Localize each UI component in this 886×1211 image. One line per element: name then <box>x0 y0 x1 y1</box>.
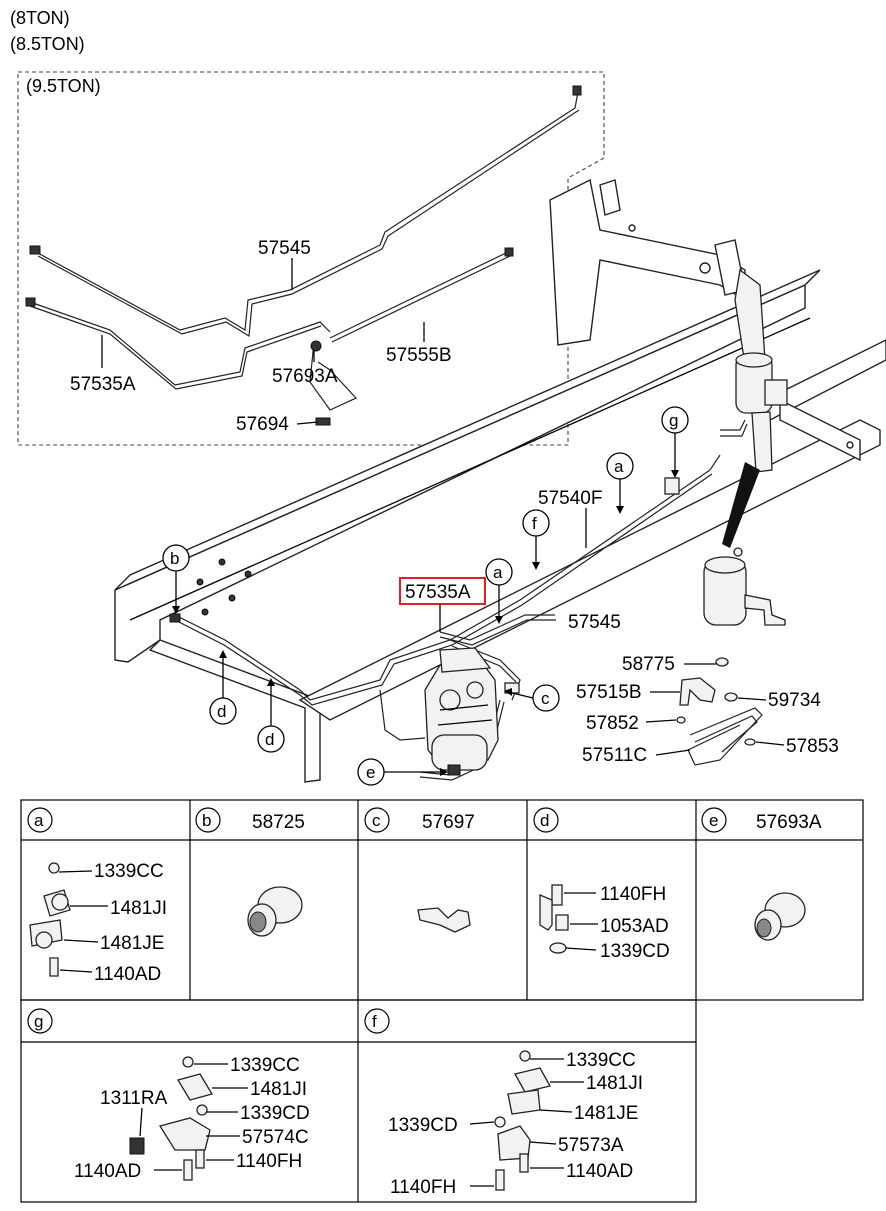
table-cell-e: e 57693A <box>701 807 822 941</box>
exploded-view-pointer <box>722 462 760 548</box>
table-cell-f: f 1339CC 1481JI 1481JE 1339CD 57573A 114… <box>364 1008 643 1198</box>
svg-text:a: a <box>614 457 624 476</box>
svg-text:1339CD: 1339CD <box>388 1115 458 1136</box>
callout-a-upper: a <box>606 452 634 514</box>
svg-text:57697: 57697 <box>422 812 475 833</box>
label-58775: 58775 <box>622 654 675 675</box>
air-tank-exploded <box>676 547 786 766</box>
label-57853: 57853 <box>786 736 839 757</box>
label-57515B: 57515B <box>576 682 642 703</box>
svg-text:f: f <box>372 1012 377 1031</box>
table-cell-b: b 58725 <box>195 807 305 937</box>
svg-text:1140FH: 1140FH <box>236 1151 302 1172</box>
label-59734: 59734 <box>768 690 821 711</box>
label-57511C: 57511C <box>582 745 647 766</box>
table-cell-d: d 1140FH 1053AD 1339CD <box>533 807 670 962</box>
svg-text:1140FH: 1140FH <box>600 884 666 905</box>
svg-text:1140AD: 1140AD <box>74 1161 141 1182</box>
label-57535A-top: 57535A <box>70 374 136 395</box>
svg-text:1311RA: 1311RA <box>100 1088 168 1109</box>
callout-a-lower: a <box>485 558 513 624</box>
svg-text:1140AD: 1140AD <box>566 1161 633 1182</box>
label-57540F: 57540F <box>538 488 602 509</box>
svg-text:a: a <box>493 563 503 582</box>
label-57693A: 57693A <box>272 366 338 387</box>
svg-text:1339CD: 1339CD <box>240 1103 310 1124</box>
svg-text:1481JI: 1481JI <box>110 898 167 919</box>
svg-text:1481JE: 1481JE <box>100 933 164 954</box>
header-8ton: (8TON) <box>10 8 70 28</box>
header-85ton: (8.5TON) <box>10 34 85 54</box>
callout-c: c <box>504 684 560 712</box>
callout-b: b <box>162 544 190 614</box>
svg-text:1339CC: 1339CC <box>94 861 164 882</box>
svg-text:a: a <box>34 811 44 830</box>
svg-text:57574C: 57574C <box>242 1127 309 1148</box>
tube-assembly-95ton <box>25 85 582 426</box>
chassis-frame-rail <box>114 178 886 783</box>
svg-text:d: d <box>540 811 549 830</box>
callout-f: f <box>522 509 550 570</box>
svg-text:g: g <box>34 1012 43 1031</box>
svg-text:b: b <box>170 549 179 568</box>
svg-text:1140FH: 1140FH <box>390 1177 456 1198</box>
svg-text:1481JE: 1481JE <box>574 1103 638 1124</box>
label-57535A-highlight: 57535A <box>405 582 471 603</box>
highlight-box-57535A <box>399 577 486 605</box>
callout-d-left: d <box>209 650 237 725</box>
svg-text:e: e <box>366 763 375 782</box>
svg-text:c: c <box>372 811 381 830</box>
svg-text:d: d <box>217 702 226 721</box>
table-cell-c: c 57697 <box>364 807 475 933</box>
svg-text:57693A: 57693A <box>756 812 822 833</box>
svg-text:1053AD: 1053AD <box>600 916 669 937</box>
svg-text:c: c <box>541 689 550 708</box>
svg-text:1339CC: 1339CC <box>230 1055 300 1076</box>
svg-text:g: g <box>669 411 678 430</box>
label-57555B: 57555B <box>386 345 452 366</box>
valve-assembly <box>424 647 499 776</box>
svg-text:1481JI: 1481JI <box>586 1073 643 1094</box>
svg-text:1339CC: 1339CC <box>566 1050 636 1071</box>
svg-text:d: d <box>265 730 274 749</box>
svg-text:58725: 58725 <box>252 812 305 833</box>
label-57545-top: 57545 <box>258 238 311 259</box>
svg-text:e: e <box>709 811 718 830</box>
svg-text:1481JI: 1481JI <box>250 1079 307 1100</box>
table-cell-a: a 1339CC 1481JI 1481JE 1140AD <box>27 807 167 985</box>
svg-text:f: f <box>532 514 537 533</box>
label-57545-mid: 57545 <box>568 612 621 633</box>
callout-e: e <box>357 758 448 786</box>
table-cell-g: g 1339CC 1481JI 1311RA 1339CD 57574C 114… <box>27 1008 310 1182</box>
header-95ton: (9.5TON) <box>26 76 101 96</box>
svg-text:1339CD: 1339CD <box>600 941 670 962</box>
label-57694: 57694 <box>236 414 289 435</box>
parts-table <box>20 799 864 1203</box>
svg-text:1140AD: 1140AD <box>94 964 161 985</box>
label-57852: 57852 <box>586 713 639 734</box>
callout-d-right: d <box>257 678 285 753</box>
air-tank-upper <box>720 268 788 473</box>
svg-text:b: b <box>202 811 211 830</box>
svg-text:57573A: 57573A <box>558 1135 624 1156</box>
callout-g: g <box>661 406 689 478</box>
